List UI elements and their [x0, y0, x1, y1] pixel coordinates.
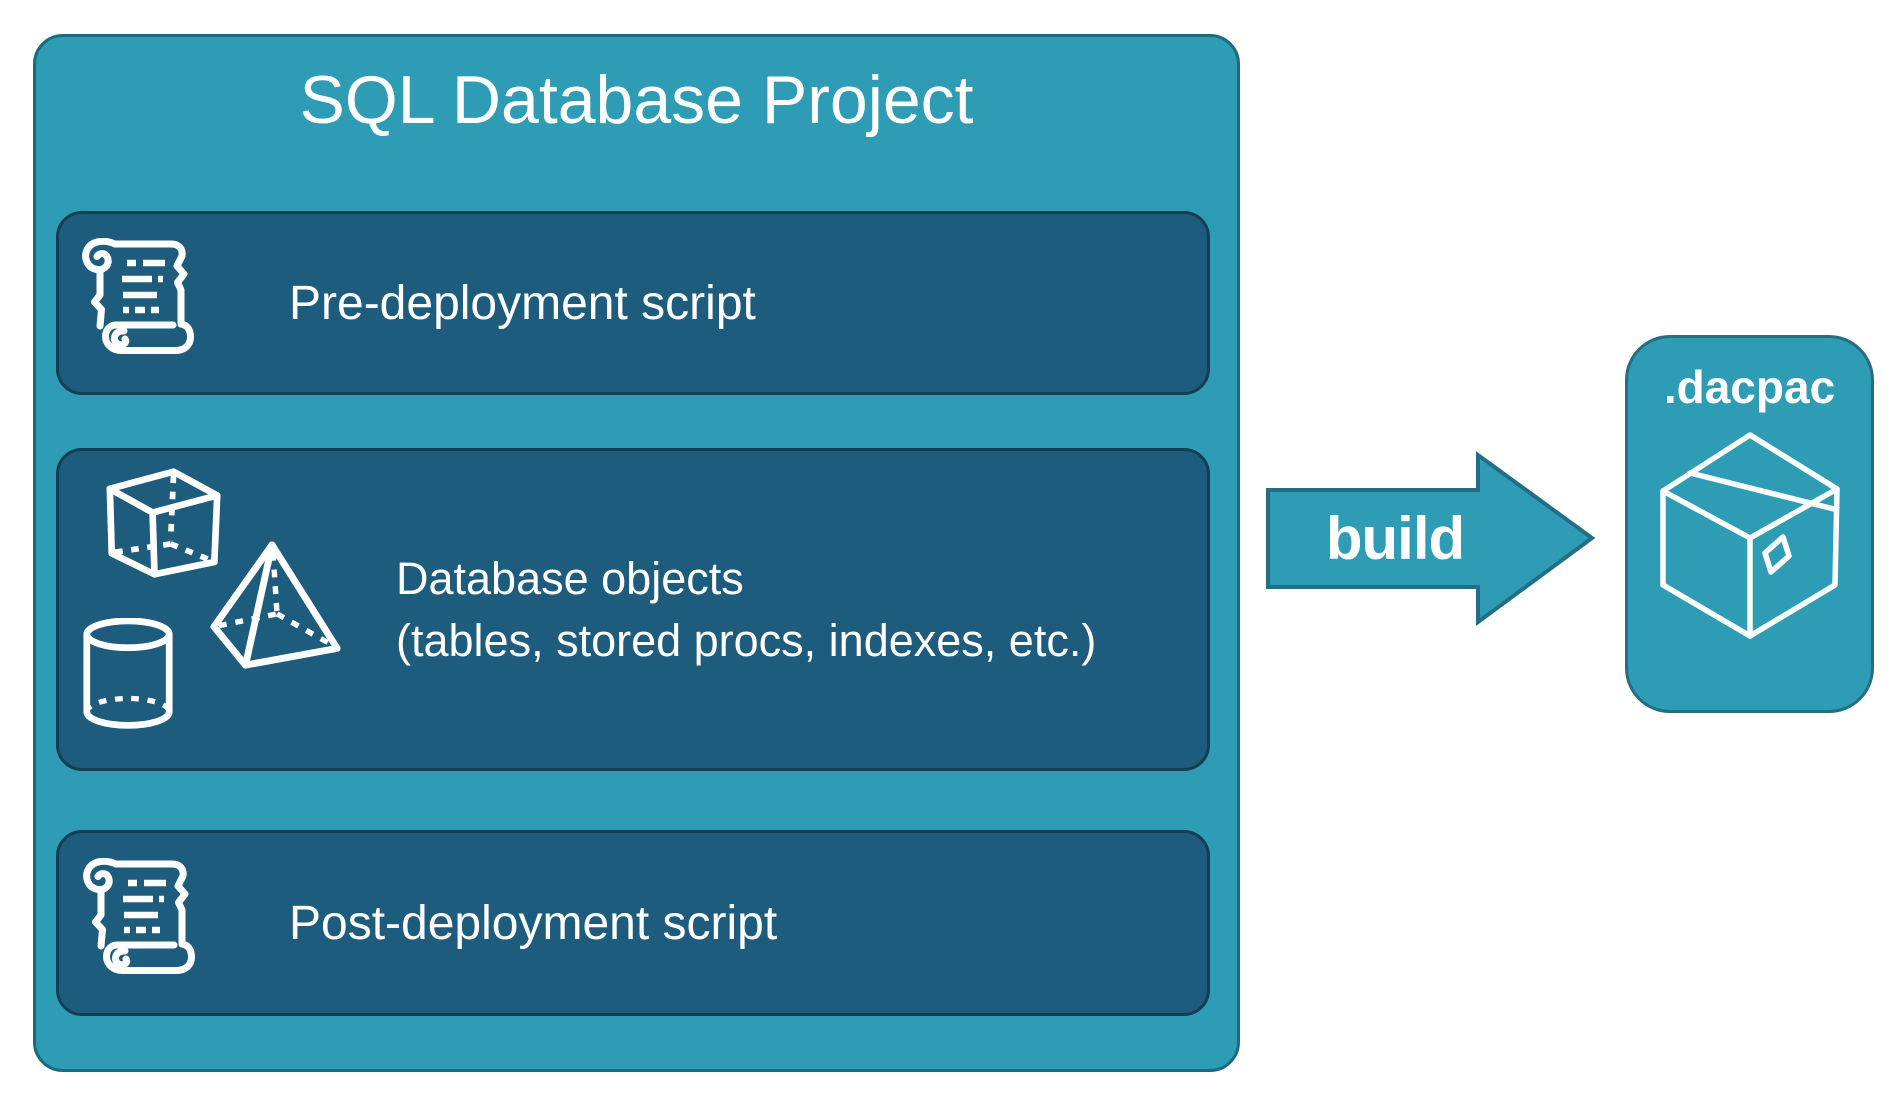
cylinder-icon: [80, 618, 176, 733]
post-deployment-panel: [56, 830, 1210, 1016]
build-arrow: [1266, 451, 1596, 626]
database-objects-title: Database objects: [396, 552, 744, 604]
project-title: SQL Database Project: [299, 62, 974, 138]
scroll-icon: [78, 858, 196, 976]
post-deployment-label: Post-deployment script: [289, 896, 778, 950]
dacpac-label: .dacpac: [1663, 361, 1836, 413]
database-objects-subtitle: (tables, stored procs, indexes, etc.): [396, 614, 1097, 666]
package-icon: [1655, 425, 1845, 645]
build-arrow-label: build: [1325, 505, 1465, 572]
pre-deployment-panel: [56, 211, 1210, 395]
pre-deployment-label: Pre-deployment script: [289, 276, 756, 330]
dacpac-container: [1625, 335, 1874, 713]
pyramid-icon: [210, 540, 345, 673]
cube-icon: [104, 466, 224, 580]
database-objects-label: Database objects (tables, stored procs, …: [396, 448, 1096, 771]
scroll-icon: [77, 238, 195, 356]
database-objects-panel: [56, 448, 1210, 771]
